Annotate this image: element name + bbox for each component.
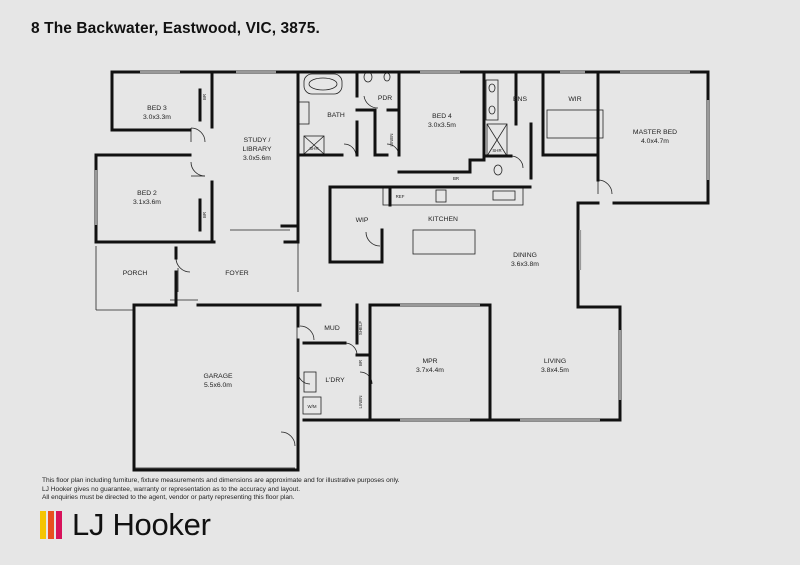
linen-label-1: LINEN <box>389 134 394 147</box>
disclaimer-line-2: LJ Hooker gives no guarantee, warranty o… <box>42 485 301 493</box>
kitchen-island <box>412 229 476 255</box>
bathtub-basin-icon <box>308 77 338 91</box>
mud-label: MUD <box>324 325 340 332</box>
kitchen-label: KITCHEN <box>428 216 458 223</box>
porch-label: PORCH <box>123 270 148 277</box>
fixtures <box>95 71 604 470</box>
bath-label: BATH <box>327 112 345 119</box>
ldry-label: L'DRY <box>325 377 345 384</box>
living-label: LIVING <box>544 358 566 365</box>
master-bed-dim: 4.0x4.7m <box>641 138 669 145</box>
study-label-2: LIBRARY <box>243 146 272 153</box>
washing-machine-icon <box>302 396 322 415</box>
brand-name: LJ Hooker <box>72 507 211 542</box>
property-address-title: 8 The Backwater, Eastwood, VIC, 3875. <box>31 20 320 37</box>
br-label-1: BR <box>202 94 207 100</box>
ens-label: ENS <box>513 96 527 103</box>
wir-shelving <box>546 109 604 139</box>
wm-label: W/M <box>307 404 316 409</box>
vanity-icon <box>298 101 310 125</box>
foyer-label: FOYER <box>225 270 249 277</box>
wip-label: WIP <box>356 217 369 224</box>
pdr-label: PDR <box>378 95 392 102</box>
ens-vanity-icon <box>485 79 499 121</box>
linen-label-2: LINEN <box>358 396 363 409</box>
garage-label: GARAGE <box>203 373 233 380</box>
br-mud-label: BR <box>358 360 363 366</box>
shr-label-2: SHR <box>492 148 501 153</box>
study-dim: 3.0x5.6m <box>243 155 271 162</box>
logo-bar-orange <box>48 511 54 539</box>
logo-bar-yellow <box>40 511 46 539</box>
mpr-dim: 3.7x4.4m <box>416 367 444 374</box>
study-label: STUDY / <box>244 137 271 144</box>
disclaimer-line-3: All enquiries must be directed to the ag… <box>42 494 295 501</box>
laundry-tub-icon <box>303 371 317 393</box>
logo-bars <box>40 511 62 539</box>
dining-label: DINING <box>513 252 537 259</box>
shelf-label: SHELF <box>358 321 363 335</box>
bed3-label: BED 3 <box>147 105 167 112</box>
basin-icon <box>383 72 391 82</box>
bed4-dim: 3.0x3.5m <box>428 122 456 129</box>
fixture-labels: BR BR SHR SHR LINEN BR REF SHELF BR LINE… <box>202 94 502 409</box>
bed2-dim: 3.1x3.6m <box>133 199 161 206</box>
mpr-label: MPR <box>422 358 437 365</box>
sink-icon <box>492 190 516 201</box>
br-label-2: BR <box>202 212 207 218</box>
dining-dim: 3.6x3.8m <box>511 261 539 268</box>
ens-toilet-icon <box>493 164 503 176</box>
walls <box>94 70 710 472</box>
master-bed-label: MASTER BED <box>633 129 677 136</box>
logo-bar-pink <box>56 511 62 539</box>
living-dim: 3.8x4.5m <box>541 367 569 374</box>
garage-dim: 5.5x6.0m <box>204 382 232 389</box>
bed3-dim: 3.0x3.3m <box>143 114 171 121</box>
shr-label-1: SHR <box>309 146 318 151</box>
windows <box>94 70 710 422</box>
room-labels: BED 3 3.0x3.3m BED 2 3.1x3.6m STUDY / LI… <box>123 95 677 389</box>
wir-label: WIR <box>568 96 581 103</box>
cooktop-icon <box>435 189 447 203</box>
lj-hooker-logo: LJ Hooker <box>40 507 211 542</box>
ref-label: REF <box>396 194 405 199</box>
bathtub-icon <box>303 73 343 95</box>
disclaimer: This floor plan including furniture, fix… <box>42 477 400 503</box>
bed2-label: BED 2 <box>137 190 157 197</box>
disclaimer-line-1: This floor plan including furniture, fix… <box>42 477 400 484</box>
bed4-label: BED 4 <box>432 113 452 120</box>
br-bed4-label: BR <box>453 176 459 181</box>
